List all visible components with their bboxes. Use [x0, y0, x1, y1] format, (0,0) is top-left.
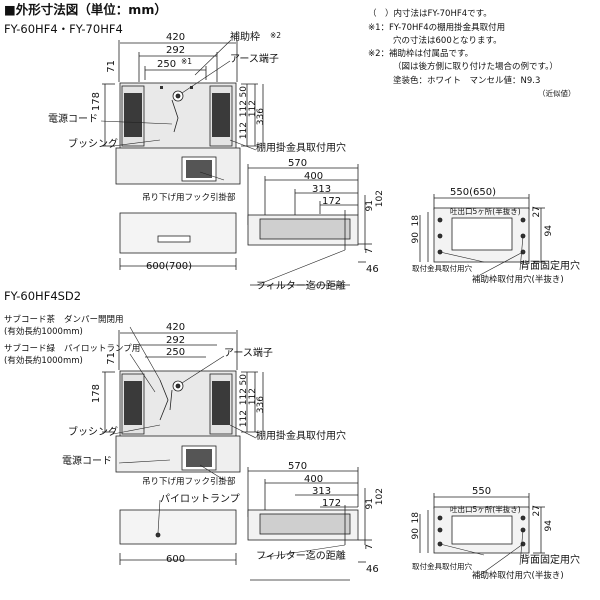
label-hojowaku-note: ※2	[270, 31, 282, 40]
label-bushing-b: ブッシング	[68, 427, 118, 438]
model-name-1: FY-60HF4・FY-70HF4	[4, 22, 123, 36]
note-4: 塗装色：ホワイト マンセル値：N9.3	[393, 76, 541, 86]
back-27-b: 27	[532, 505, 542, 517]
dim-178: 178	[91, 92, 102, 112]
note-3b: （図は後方側に取り付けた場合の例です。）	[393, 62, 558, 72]
note-1: （ ）内寸法はFY-70HF4です。	[368, 9, 492, 19]
dim-178-b: 178	[91, 384, 102, 404]
note-2b: 穴の寸法は600となります。	[393, 36, 502, 46]
side-102: 102	[375, 190, 385, 208]
label-yukou2: (有効長約1000mm)	[4, 356, 83, 366]
side-172: 172	[322, 196, 342, 207]
back-90-b: 90	[411, 528, 421, 540]
note-2a: ※1：FY-70HF4の棚用掛金具取付用	[368, 23, 506, 33]
back-550-b: 550	[472, 486, 492, 497]
label-filter: フィルター迄の距離	[256, 281, 346, 292]
dim-112c: 112	[239, 122, 249, 140]
side-570-b: 570	[288, 461, 308, 472]
front-view-top	[119, 212, 237, 270]
back-550: 550(650)	[450, 187, 496, 198]
back-90: 90	[411, 232, 421, 244]
label-tana: 棚用掛金具取付用穴	[256, 143, 346, 154]
label-hojo-hole: 補助枠取付用穴(半抜き)	[472, 275, 564, 285]
leader-lines	[100, 39, 524, 576]
back-94-b: 94	[544, 520, 554, 532]
note-5: （近似値）	[538, 89, 576, 98]
dim-600-top: 600(700)	[146, 261, 192, 272]
dim-600-b: 600	[166, 554, 186, 565]
plan-view-bottom	[102, 330, 264, 473]
label-subcode-midori: サブコード緑	[4, 344, 56, 354]
dim-292: 292	[166, 45, 186, 56]
side-313: 313	[312, 184, 332, 195]
dim-292-b: 292	[166, 335, 186, 346]
dim-250: 250	[157, 59, 177, 70]
dim-250-b: 250	[166, 347, 186, 358]
dim-71-b: 71	[106, 352, 117, 365]
label-hojo-hole-b: 補助枠取付用穴(半抜き)	[472, 571, 564, 581]
side-7: 7	[365, 248, 375, 254]
label-power-b: 電源コード	[62, 456, 112, 467]
dim-336-b: 336	[256, 396, 266, 414]
side-91-b: 91	[365, 498, 375, 510]
label-tana-b: 棚用掛金具取付用穴	[256, 431, 346, 442]
side-46: 46	[366, 264, 379, 275]
back-exhaust-b: 吐出口5ヶ所(半抜き)	[450, 505, 521, 514]
label-hook: 吊り下げ用フック引掛部	[142, 193, 236, 203]
label-yukou1: (有効長約1000mm)	[4, 327, 83, 337]
back-view-top	[419, 194, 545, 263]
front-view-bottom	[119, 509, 237, 565]
model-name-2: FY-60HF4SD2	[4, 289, 82, 303]
label-fuzoku: 取付金具取付用穴	[412, 264, 472, 273]
label-filter-b: フィルター迄の距離	[256, 551, 346, 562]
back-94: 94	[544, 225, 554, 237]
side-7-b: 7	[365, 544, 375, 550]
side-313-b: 313	[312, 486, 332, 497]
dim-50-b: 50	[239, 374, 249, 386]
back-18: 18	[411, 215, 421, 227]
side-172-b: 172	[322, 498, 342, 509]
label-pilot-lamp-use: パイロットランプ用	[64, 344, 141, 354]
label-power: 電源コード	[48, 114, 98, 125]
label-earth-b: アース端子	[224, 348, 273, 359]
label-hojowaku: 補助枠	[230, 32, 260, 43]
side-view-bottom	[247, 467, 372, 581]
label-haimen: 背面固定用穴	[520, 261, 580, 272]
dim-420: 420	[166, 32, 186, 43]
back-27: 27	[532, 206, 542, 218]
dim-112c-b: 112	[239, 410, 249, 428]
dim-336: 336	[256, 108, 266, 126]
dim-50: 50	[239, 86, 249, 98]
label-damper: ダンパー開閉用	[64, 315, 124, 325]
label-earth: アース端子	[230, 54, 279, 65]
dim-71: 71	[106, 60, 117, 73]
label-pilot-lamp: パイロットランプ	[160, 494, 240, 505]
diagram-title: ■外形寸法図（単位：mm）	[4, 2, 167, 17]
back-exhaust: 吐出口5ヶ所(半抜き)	[450, 207, 521, 216]
dim-250-note: ※1	[181, 57, 193, 66]
back-18-b: 18	[411, 512, 421, 524]
note-3a: ※2：補助枠は付属品です。	[368, 49, 474, 59]
back-view-bottom	[419, 493, 545, 554]
plan-view-top	[102, 40, 264, 185]
label-subcode-cha: サブコード茶	[4, 315, 56, 325]
label-haimen-b: 背面固定用穴	[520, 555, 580, 566]
side-400-b: 400	[304, 474, 324, 485]
side-102-b: 102	[375, 488, 385, 506]
side-400: 400	[304, 171, 324, 182]
side-91: 91	[365, 200, 375, 212]
side-46-b: 46	[366, 564, 379, 575]
label-fuzoku-b: 取付金具取付用穴	[412, 562, 472, 571]
side-570: 570	[288, 158, 308, 169]
label-bushing: ブッシング	[68, 139, 118, 150]
dim-420-b: 420	[166, 322, 186, 333]
label-hook-b: 吊り下げ用フック引掛部	[142, 477, 236, 487]
side-view-top	[247, 164, 372, 286]
